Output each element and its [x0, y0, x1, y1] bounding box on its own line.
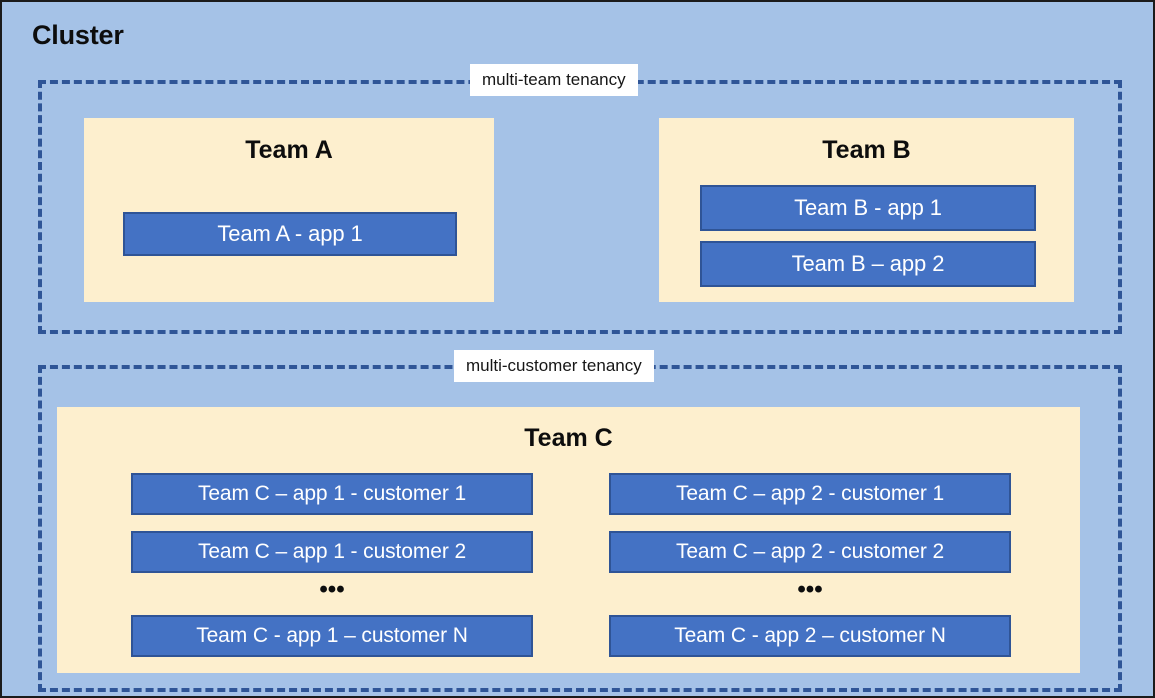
app-box-team-c-app-1-customer-2[interactable]: Team C – app 1 - customer 2: [131, 531, 533, 573]
tenancy-label-multi-customer: multi-customer tenancy: [454, 350, 654, 382]
tenancy-label-multi-team: multi-team tenancy: [470, 64, 638, 96]
app-box-team-b-app-2[interactable]: Team B – app 2: [700, 241, 1036, 287]
app-box-team-c-app-1-customer-1[interactable]: Team C – app 1 - customer 1: [131, 473, 533, 515]
ellipsis-team-c-app-1: •••: [319, 576, 345, 603]
app-box-team-c-app-2-customer-1[interactable]: Team C – app 2 - customer 1: [609, 473, 1011, 515]
cluster-title: Cluster: [32, 20, 124, 50]
ellipsis-team-c-app-2: •••: [797, 576, 823, 603]
team-panel-team-a: Team A Team A - app 1: [84, 118, 494, 302]
app-box-team-b-app-1[interactable]: Team B - app 1: [700, 185, 1036, 231]
team-panel-team-b: Team B Team B - app 1 Team B – app 2: [659, 118, 1074, 302]
app-box-team-c-app-1-customer-n[interactable]: Team C - app 1 – customer N: [131, 615, 533, 657]
app-box-team-c-app-2-customer-n[interactable]: Team C - app 2 – customer N: [609, 615, 1011, 657]
team-title-team-c: Team C: [524, 424, 613, 452]
app-box-team-c-app-2-customer-2[interactable]: Team C – app 2 - customer 2: [609, 531, 1011, 573]
team-title-team-b: Team B: [822, 136, 911, 164]
app-box-team-a-app-1[interactable]: Team A - app 1: [123, 212, 457, 256]
team-panel-team-c: Team C Team C – app 1 - customer 1 Team …: [57, 407, 1080, 673]
team-title-team-a: Team A: [245, 136, 333, 164]
